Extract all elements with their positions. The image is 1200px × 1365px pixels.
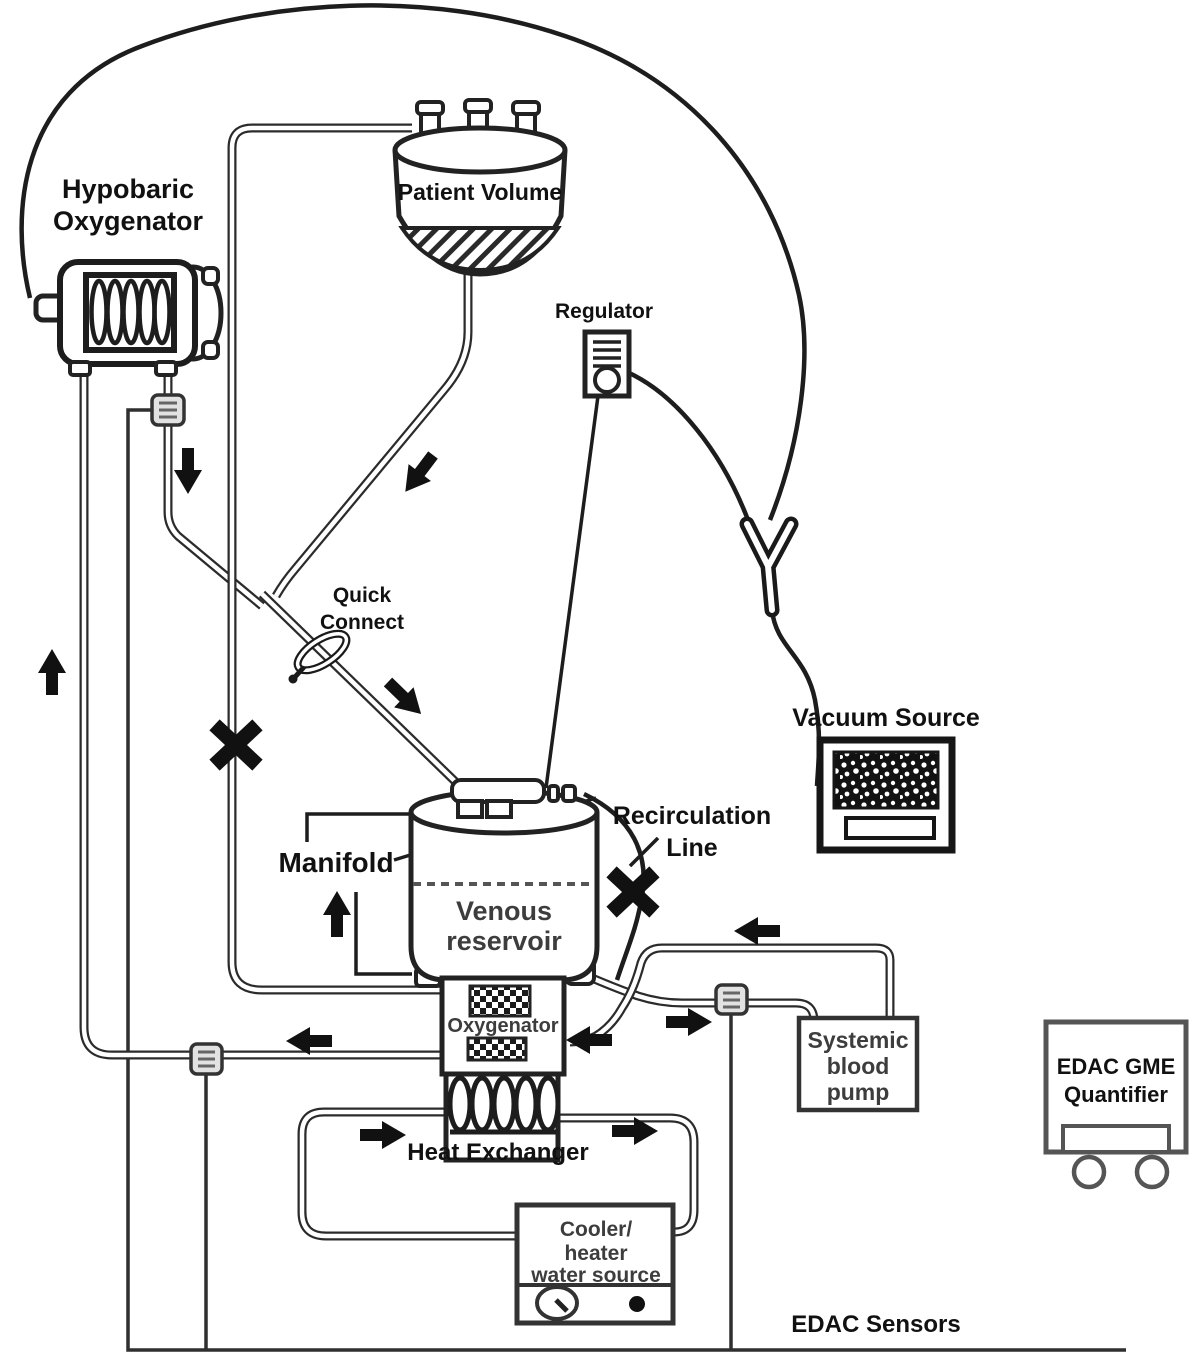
vacuum-arc-line [19,3,807,521]
flow-arrow-drain [394,446,445,501]
hypobaric-outlet-tube [163,372,265,610]
regulator-label: Regulator [555,300,653,323]
manifold-label: Manifold [278,847,393,878]
clamped-prime-tube [227,123,447,995]
regulator: Regulator [555,300,653,399]
pump-label-line1: Systemic [807,1027,908,1053]
patient-volume-fluid [398,226,562,273]
clamp-recirculation-line [606,866,660,918]
flow-arrow-up-arterial [38,649,66,695]
patient-volume-label: Patient Volume [398,179,562,205]
hypobaric-label-line2: Oxygenator [53,206,204,236]
venous-reservoir: Venous reservoir [408,778,600,988]
hypobaric-cap-nub-bottom [201,340,220,360]
arterial-return-tube [79,372,447,1060]
recirculation-pointer-line [628,836,660,868]
regulator-to-manifold-line [544,395,600,789]
recirculation-label-line1: Recirculation [613,802,771,830]
hypobaric-cap-nub-top [201,266,220,286]
pump-feed-tube [583,970,819,1022]
venous-reservoir-label-line1: Venous [456,896,552,926]
hypobaric-oxygenator: Hypobaric Oxygenator [33,174,224,377]
edac-sensor-pump [714,983,749,1016]
cooler-heater-water-source: Cooler/ heater water source [514,1202,676,1326]
edac-gme-quantifier: EDAC GME Quantifier [1043,1019,1189,1190]
quick-connect-tube [258,590,472,798]
hypobaric-foot-right [154,360,178,377]
venous-reservoir-label-line2: reservoir [446,926,562,956]
flow-arrow-water-left [360,1121,406,1149]
edac-wheel-left [1071,1154,1107,1190]
oxygenator: Oxygenator [439,975,567,1077]
patient-volume-lid [392,125,568,175]
cooler-label-line3: water source [530,1264,661,1287]
cooler-gauge-needle [554,1298,569,1313]
quick-connect-tail-dot [288,674,298,684]
water-tube-right [558,1113,699,1237]
manifold-port-2 [485,799,513,819]
y-to-vacuum-line [769,609,822,787]
edac-wheel-right [1134,1154,1170,1190]
pump-label-line3: pump [827,1079,890,1105]
manifold-bracket-top [305,812,412,842]
pump-body [796,1015,920,1113]
cooler-knob [629,1296,645,1312]
recirculation-label-line2: Line [666,834,717,862]
y-connector [739,516,799,618]
systemic-blood-pump: Systemic blood pump [796,1015,920,1113]
flow-arrow-down-hypobaric [174,448,202,494]
quick-connect-tail [293,665,306,679]
clamp-prime-line [209,719,263,771]
oxygenator-grid-top [468,984,532,1018]
heat-exchanger: Heat Exchanger [407,1071,589,1166]
flow-arrow-manifold-up [323,891,351,937]
quick-connect-label-line2: Connect [320,611,404,634]
regulator-body [582,329,632,399]
regulator-to-y-line [626,369,751,521]
hypobaric-foot-left [68,360,92,377]
flow-arrow-pump-return [734,917,780,945]
oxygenator-label: Oxygenator [447,1015,558,1037]
patient-volume: Patient Volume [392,98,568,277]
hypobaric-label-line1: Hypobaric [62,174,194,204]
edac-label-line1: EDAC GME [1057,1054,1176,1079]
cooler-label-line2: heater [564,1242,627,1265]
quick-connect-label-line1: Quick [333,584,392,607]
edac-sensor-left [150,393,186,427]
water-tube-left [297,1107,517,1241]
pump-label-line2: blood [827,1053,890,1079]
sensor-wire-left [126,408,1126,1352]
manifold-nub-1 [547,784,560,803]
vacuum-source-label: Vacuum Source [792,704,980,732]
oxygenator-grid-bottom [466,1036,528,1062]
vacuum-source: Vacuum Source [792,704,980,854]
quick-connect: Quick Connect [288,584,404,684]
reservoir-manifold [450,778,546,804]
hypobaric-coils [89,278,172,346]
edac-slot [1061,1124,1171,1154]
hypobaric-coil-window [83,272,177,353]
flow-arrow-to-pump [666,1008,712,1036]
cooler-label-line1: Cooler/ [560,1218,633,1241]
vacuum-source-grille [832,750,940,810]
edac-sensor-arterial [189,1042,224,1076]
heat-exchanger-coils [447,1075,561,1135]
patient-drain-tube [272,272,473,599]
edac-sensors-label: EDAC Sensors [791,1311,960,1338]
manifold-port-1 [456,799,484,819]
vacuum-source-slot [844,816,936,840]
regulator-gauge [593,366,621,394]
manifold-bracket-bottom [354,892,412,976]
heat-exchanger-label: Heat Exchanger [407,1139,588,1166]
edac-label-line2: Quantifier [1064,1082,1168,1107]
manifold-nub-2 [561,784,577,803]
